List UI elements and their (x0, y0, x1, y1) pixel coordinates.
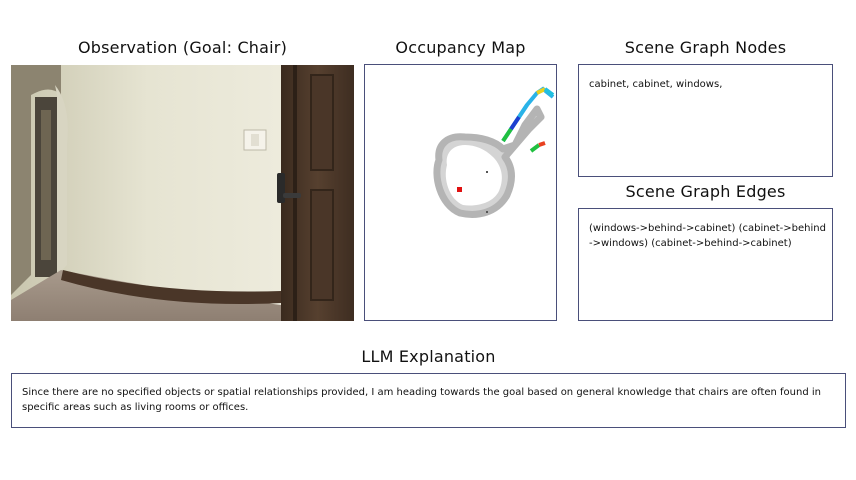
scene-graph-edges-text: (windows->behind->cabinet) (cabinet->beh… (589, 223, 826, 249)
llm-explanation-title: LLM Explanation (361, 347, 496, 366)
occupancy-map-canvas (433, 86, 555, 218)
observation-image (11, 65, 354, 321)
llm-explanation-panel: Since there are no specified objects or … (11, 373, 846, 428)
scene-graph-nodes-panel: cabinet, cabinet, windows, (578, 64, 833, 177)
agent-marker (457, 187, 462, 192)
occupancy-map-title: Occupancy Map (395, 38, 526, 57)
observation-title: Observation (Goal: Chair) (77, 38, 288, 57)
occupancy-map (364, 64, 557, 321)
observation-scene (11, 65, 354, 321)
scene-graph-nodes-title: Scene Graph Nodes (624, 38, 787, 57)
scene-graph-edges-panel: (windows->behind->cabinet) (cabinet->beh… (578, 208, 833, 321)
llm-explanation-text: Since there are no specified objects or … (22, 387, 825, 413)
scene-graph-nodes-text: cabinet, cabinet, windows, (589, 79, 723, 90)
scene-graph-edges-title: Scene Graph Edges (625, 182, 786, 201)
